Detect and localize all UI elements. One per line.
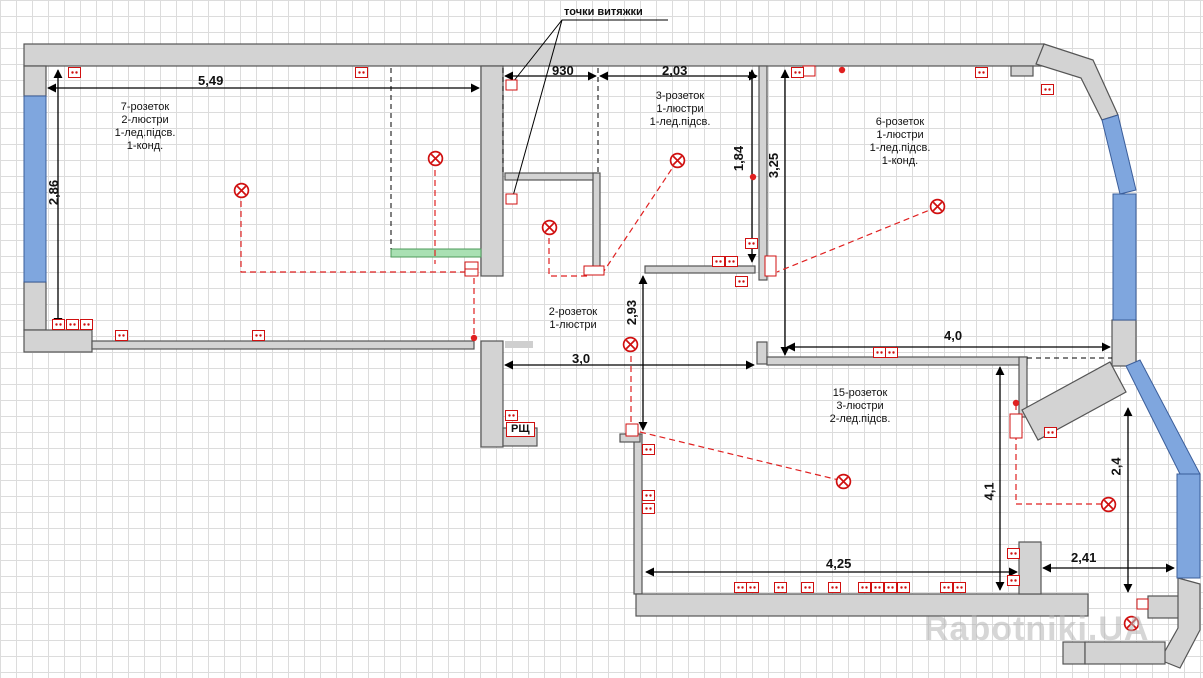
wire-points [470,66,1020,407]
dim-label: 4,25 [826,556,852,571]
note-leaders [505,19,668,205]
dimension-lines [47,69,1175,593]
guide-lines [390,68,1112,359]
dim-label: 2,4 [1108,457,1124,476]
windows [23,95,1201,579]
watermark: Rabotniki.UA [924,610,1150,648]
wiring [240,160,1108,505]
walls [23,43,1201,669]
dim-label: 2,03 [662,63,688,78]
dim-label: 5,49 [198,73,224,88]
dim-label: 3,25 [766,152,782,179]
dim-label: 2,86 [46,179,62,206]
dim-label: 2,93 [624,299,640,326]
lamps [233,150,1140,632]
dim-label: 930 [552,63,574,78]
dim-label: 2,41 [1071,550,1097,565]
switches [464,65,1149,610]
ventilation-note: точки витяжки [564,6,643,18]
dim-label: 3,0 [572,351,591,366]
dim-label: 1,84 [731,145,747,172]
electrical-panel: РЩ [506,422,535,437]
dim-label: 4,0 [944,328,963,343]
dim-label: 4,1 [981,482,997,501]
